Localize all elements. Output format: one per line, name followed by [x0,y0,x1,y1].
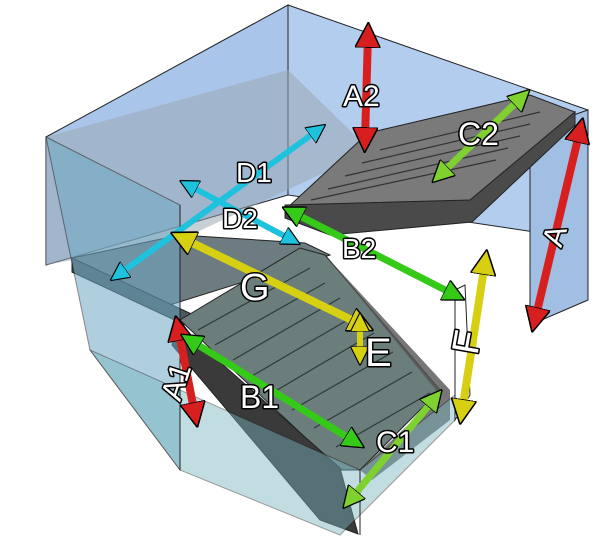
label-c1: C1 [376,426,414,459]
label-f: F [445,327,490,357]
label-b2: B2 [342,233,376,264]
dim-arrow-f [462,262,485,412]
label-d1: D1 [236,157,272,188]
label-c2: C2 [458,116,499,152]
label-a2: A2 [343,80,380,113]
dim-arrow-b1 [190,340,355,442]
label-g: G [240,267,270,309]
dim-arrow-c1 [350,398,435,500]
dim-arrow-a2 [365,35,368,140]
label-d2: D2 [222,203,258,234]
dim-arrow-g [182,238,362,325]
label-b1: B1 [240,379,279,415]
dim-arrow-a [535,130,580,320]
label-e: E [365,331,392,375]
dim-arrow-d2 [188,185,292,240]
dim-arrow-c2 [440,97,522,175]
